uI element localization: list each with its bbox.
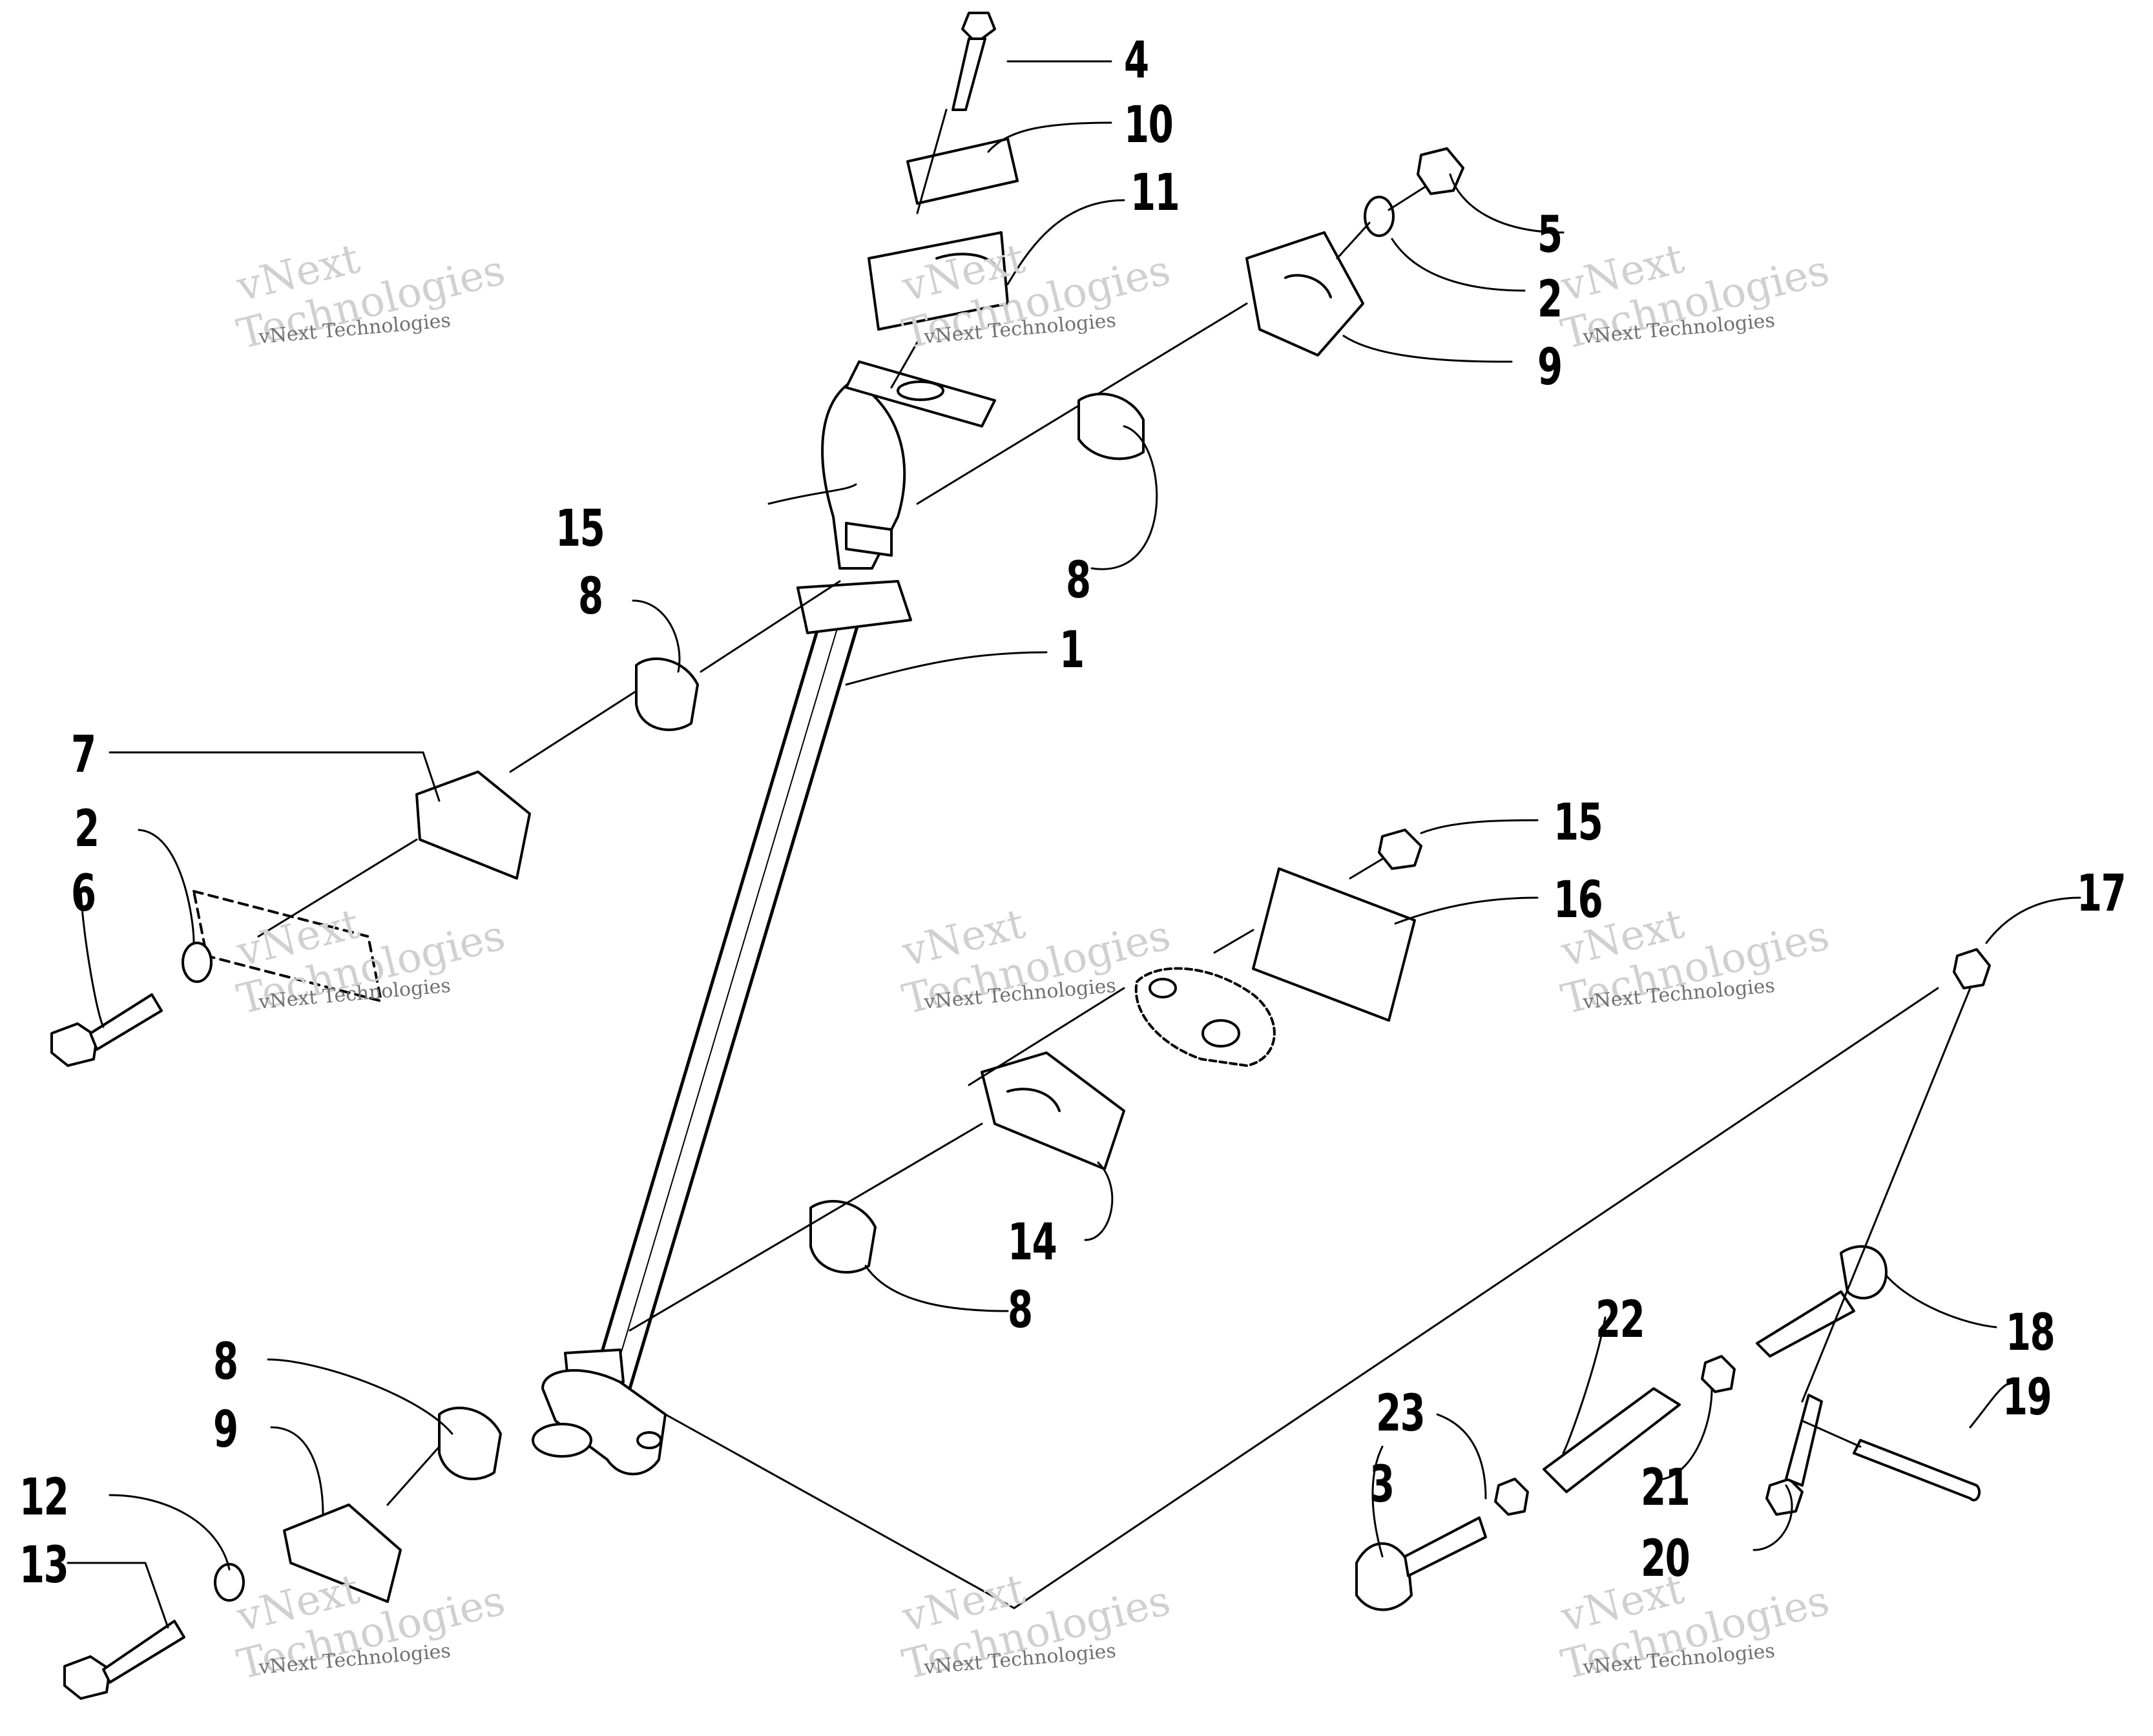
callout-18: 18 xyxy=(2006,1304,2055,1362)
steering-post xyxy=(532,360,996,1476)
callout-9-upper: 9 xyxy=(1537,338,1563,397)
callout-8-upper-right: 8 xyxy=(1066,552,1091,610)
callout-4: 4 xyxy=(1124,32,1149,90)
upper-right-clamp xyxy=(916,147,1464,505)
callout-7: 7 xyxy=(71,726,96,784)
callout-2-left: 2 xyxy=(74,800,99,858)
bushing-upper-left xyxy=(635,657,699,731)
leader-lines xyxy=(67,60,2081,1629)
callout-23: 23 xyxy=(1376,1385,1426,1443)
callout-10: 10 xyxy=(1124,96,1174,154)
callout-19: 19 xyxy=(2002,1369,2052,1427)
callout-1: 1 xyxy=(1059,621,1085,679)
callout-8-upper-left: 8 xyxy=(578,568,603,626)
callout-2-upper: 2 xyxy=(1537,271,1563,329)
lower-left-clamp xyxy=(63,1445,441,1700)
callout-3: 3 xyxy=(1369,1456,1395,1514)
bushing-lower-left xyxy=(438,1407,502,1480)
callout-17: 17 xyxy=(2077,865,2127,923)
callout-21: 21 xyxy=(1641,1459,1690,1517)
callout-12: 12 xyxy=(19,1469,69,1527)
callout-14: 14 xyxy=(1008,1214,1057,1272)
mid-clamp-parts xyxy=(629,829,1422,1332)
callout-20: 20 xyxy=(1641,1530,1690,1588)
callout-8-lower-left: 8 xyxy=(213,1333,238,1391)
callout-8-mid: 8 xyxy=(1008,1281,1033,1339)
bushing-upper-right xyxy=(1077,393,1145,460)
callout-13: 13 xyxy=(19,1536,69,1595)
callout-22: 22 xyxy=(1596,1291,1645,1349)
upper-left-clamp xyxy=(50,580,841,1067)
callout-15-upper: 15 xyxy=(556,500,605,558)
callout-9-lower: 9 xyxy=(213,1401,238,1459)
callout-11: 11 xyxy=(1130,164,1180,222)
tie-rod-assembly xyxy=(664,948,1991,1611)
callout-15-mid: 15 xyxy=(1554,794,1603,852)
bushing-lower-right xyxy=(809,1200,877,1274)
callout-5: 5 xyxy=(1537,206,1563,264)
callout-6: 6 xyxy=(71,865,96,923)
callout-16: 16 xyxy=(1554,871,1603,929)
top-clamp-parts xyxy=(868,12,1019,389)
